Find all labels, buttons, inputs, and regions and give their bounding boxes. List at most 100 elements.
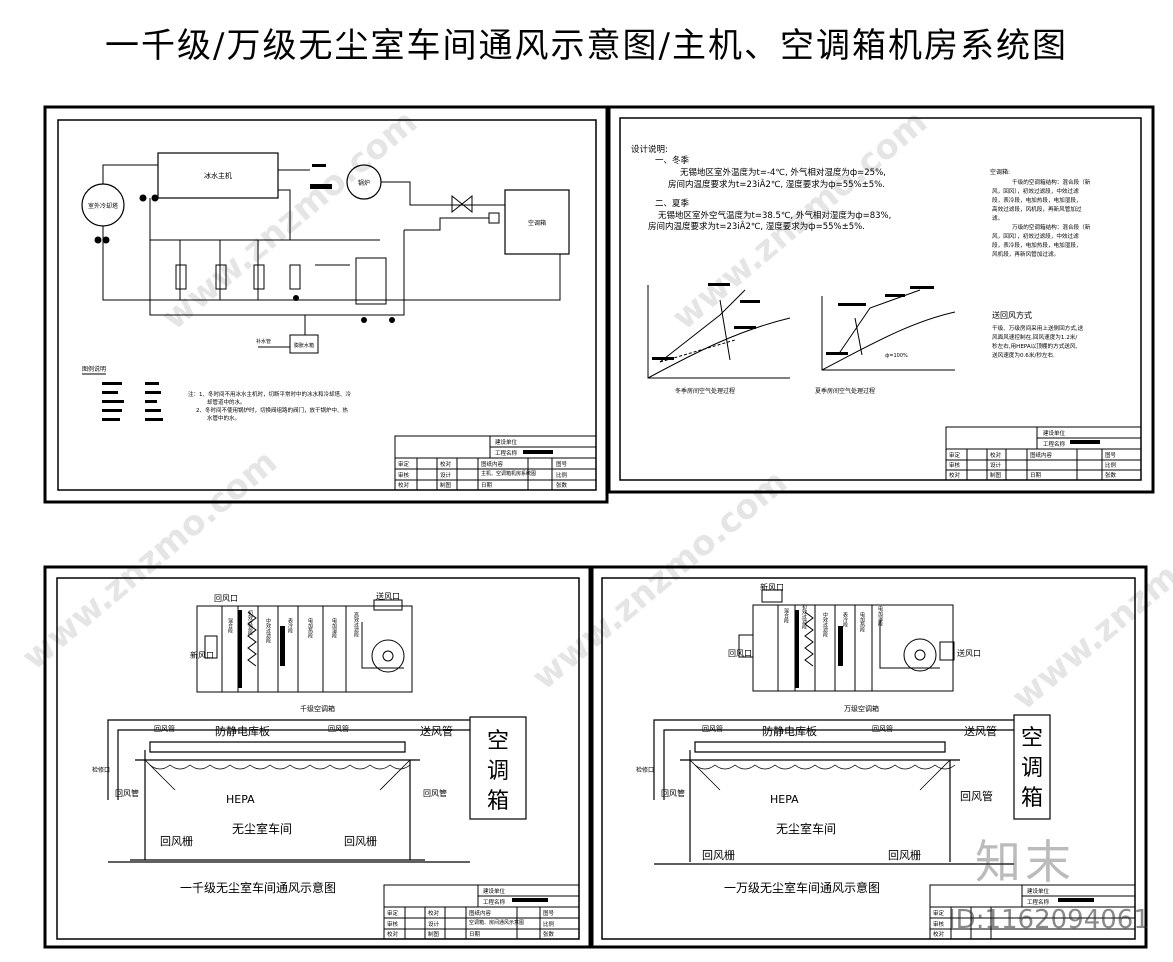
panel-class-10000: 新风口 回风口 送风口 混合段 初效过滤段 中效过滤段 表冷段 电加热段 电加湿…	[590, 565, 1148, 949]
svg-text:电加湿段: 电加湿段	[877, 605, 883, 627]
svg-text:表冷段: 表冷段	[842, 611, 848, 628]
svg-text:回风管: 回风管	[960, 789, 993, 803]
svg-text:建设单位: 建设单位	[1027, 887, 1050, 895]
svg-text:送风速度为0.6米/秒左右.: 送风速度为0.6米/秒左右.	[992, 351, 1055, 359]
ahu-caption-10000: 万级空调箱	[844, 704, 879, 713]
svg-text:回风栅: 回风栅	[888, 848, 921, 862]
svg-text:表冷段: 表冷段	[287, 617, 293, 634]
airflow-heading: 送回风方式	[992, 310, 1032, 320]
supply-port-label: 送风口	[376, 591, 400, 601]
return-duct-left: 回风管	[115, 788, 139, 798]
title-block-bl	[383, 884, 580, 940]
legend-title: 图例说明	[82, 365, 106, 373]
svg-text:初效过滤段: 初效过滤段	[801, 603, 807, 630]
winter-chart-caption: 冬季房间空气处理过程	[675, 387, 735, 395]
svg-text:制图: 制图	[440, 481, 452, 489]
title-block-br	[929, 884, 1136, 940]
design-heading: 设计说明:	[631, 144, 668, 155]
svg-text:千级的空调箱结构：混合段（新: 千级的空调箱结构：混合段（新	[1012, 178, 1091, 186]
svg-text:日期: 日期	[469, 931, 481, 938]
image-id-label: ID:1162094061	[948, 905, 1150, 935]
title-block-tr	[945, 426, 1142, 481]
svg-text:检修口: 检修口	[636, 766, 654, 774]
return-duct-right: 回风管	[423, 788, 447, 798]
svg-text:校对: 校对	[398, 481, 410, 489]
cooling-tower-label: 室外冷却塔	[88, 202, 118, 210]
svg-text:设计: 设计	[990, 461, 1002, 469]
svg-text:张数: 张数	[1105, 471, 1117, 479]
svg-text:空: 空	[1021, 726, 1043, 751]
svg-text:膨胀水箱: 膨胀水箱	[294, 342, 314, 349]
svg-text:电加湿段: 电加湿段	[331, 617, 337, 639]
return-grille-left: 回风栅	[160, 834, 193, 848]
summer-heading: 二、夏季	[655, 198, 690, 209]
svg-text:图号: 图号	[1105, 451, 1117, 459]
svg-text:秒左右,用HEPA以顶棚的方式送风,: 秒左右,用HEPA以顶棚的方式送风,	[992, 342, 1077, 350]
phi-label: ф=100%	[885, 353, 908, 359]
svg-text:回风管: 回风管	[702, 724, 723, 733]
note-line-2: 却管道中的水。	[207, 398, 246, 406]
svg-text:风机段，再新风管加过滤。: 风机段，再新风管加过滤。	[992, 250, 1059, 258]
return-grille-right: 回风栅	[344, 834, 377, 848]
svg-text:日期: 日期	[481, 482, 493, 489]
svg-text:建设单位: 建设单位	[483, 887, 506, 895]
svg-text:千级、万级房间采用上送侧回方式,送: 千级、万级房间采用上送侧回方式,送	[992, 324, 1084, 332]
svg-text:工程名称: 工程名称	[483, 898, 506, 906]
svg-text:工程名称: 工程名称	[1043, 440, 1066, 448]
svg-text:审核: 审核	[387, 920, 399, 928]
svg-text:万级的空调箱结构：混合段（新: 万级的空调箱结构：混合段（新	[1012, 223, 1091, 231]
svg-text:防静电库板: 防静电库板	[762, 724, 817, 738]
svg-text:日期: 日期	[1030, 472, 1042, 479]
ahu-label: 空调箱	[528, 219, 546, 227]
svg-text:滤。: 滤。	[992, 214, 1003, 222]
svg-text:工程名称: 工程名称	[495, 449, 518, 457]
svg-text:图号: 图号	[556, 460, 568, 468]
svg-text:比例: 比例	[1105, 461, 1117, 469]
svg-text:审核: 审核	[398, 471, 410, 479]
winter-psychro-chart	[647, 285, 791, 379]
svg-text:校对: 校对	[949, 471, 961, 479]
room-label: 无尘室车间	[232, 821, 292, 836]
summer-outdoor: 无锡地区室外空气温度为t=38.5℃, 外气相对湿度为ф=83%,	[658, 210, 891, 221]
return-duct-top-1: 回风管	[154, 724, 175, 733]
supply-port-label-2: 送风口	[957, 648, 981, 658]
return-port-label: 回风口	[214, 594, 238, 603]
panel-class-1000: 回风口 送风口 新风口 混合段 初效过滤段 中效过滤段 表冷段 电加热段 电加湿…	[43, 565, 592, 949]
svg-text:无尘室车间: 无尘室车间	[776, 821, 836, 836]
chiller-label: 冰水主机	[204, 171, 232, 180]
svg-text:校对: 校对	[440, 460, 452, 468]
svg-text:主机、空调箱机房系统图: 主机、空调箱机房系统图	[481, 470, 536, 477]
svg-text:空: 空	[487, 729, 509, 754]
hepa-label: HEPA	[226, 793, 255, 806]
svg-text:HEPA: HEPA	[770, 793, 799, 806]
panel-design-notes: 设计说明: 一、冬季 无锡地区室外温度为t=-4℃, 外气相对湿度为ф=25%,…	[607, 105, 1155, 494]
svg-text:初效过滤段: 初效过滤段	[247, 609, 253, 636]
svg-text:中效过滤段: 中效过滤段	[265, 617, 271, 644]
svg-text:审核: 审核	[933, 920, 945, 928]
note-line-3: 2、冬时间不使用锅炉时，切换阀组路的阀门，放干锅炉中、热	[196, 406, 349, 414]
svg-text:混合段: 混合段	[227, 617, 233, 634]
svg-text:电加热段: 电加热段	[307, 617, 313, 639]
ahu-caption-1000: 千级空调箱	[300, 704, 335, 713]
svg-text:校对: 校对	[428, 909, 440, 917]
svg-text:风，回风），初效过滤段，中效过滤: 风，回风），初效过滤段，中效过滤	[992, 187, 1079, 195]
svg-text:审定: 审定	[933, 909, 945, 917]
svg-text:张数: 张数	[543, 930, 555, 938]
svg-text:混合段: 混合段	[783, 607, 789, 624]
svg-text:建设单位: 建设单位	[1043, 429, 1066, 437]
panel-system-diagram: 冰水主机 室外冷却塔 锅炉 空调箱	[43, 105, 609, 504]
svg-text:制图: 制图	[990, 471, 1002, 479]
return-duct-top-2: 回风管	[328, 724, 349, 733]
caption-1000: 一千级无尘室车间通风示意图	[180, 880, 336, 895]
svg-text:中效过滤段: 中效过滤段	[822, 611, 828, 638]
svg-text:校对: 校对	[990, 451, 1002, 459]
caption-10000: 一万级无尘室车间通风示意图	[724, 880, 880, 895]
chiller-unit	[157, 152, 279, 199]
brand-logo: 知末	[975, 835, 1075, 889]
svg-text:制图: 制图	[428, 930, 440, 938]
winter-heading: 一、冬季	[655, 155, 690, 166]
ahu-heading: 空调箱:	[990, 168, 1010, 176]
svg-text:图纸内容: 图纸内容	[481, 460, 504, 468]
svg-text:风面风速控制在,回风速度为1.2米/: 风面风速控制在,回风速度为1.2米/	[992, 333, 1077, 341]
